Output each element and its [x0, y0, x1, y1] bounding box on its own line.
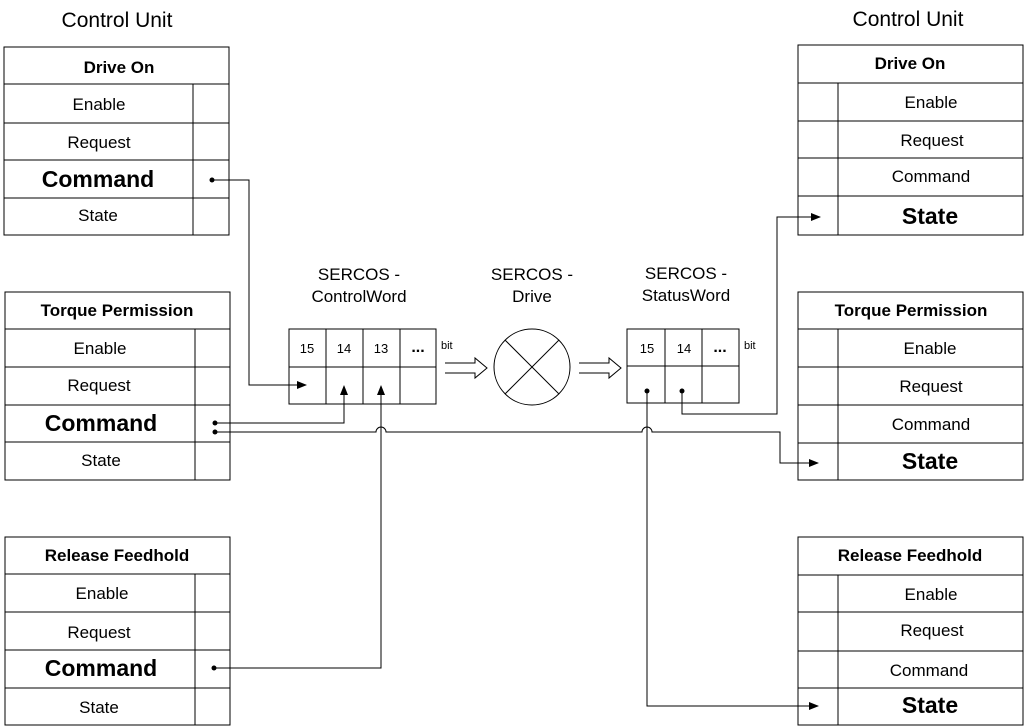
- left-block-torque-permission: Torque Permission Enable Request Command…: [4, 291, 231, 481]
- row-label-enable: Enable: [905, 93, 958, 112]
- left-block-drive-on: Drive On Enable Request Command State: [3, 46, 230, 236]
- drive-label-line1: SERCOS -: [491, 265, 573, 284]
- right-block-drive-on: Drive On Enable Request Command State: [797, 44, 1024, 236]
- right-control-unit-title: Control Unit: [853, 8, 964, 31]
- sercos-controlword: SERCOS - ControlWord 15 14 13 ... bit: [288, 265, 453, 405]
- statusword-bit-14: 14: [677, 341, 691, 356]
- drive-label-line2: Drive: [512, 287, 552, 306]
- wire-bit15-to-right-feedhold-state: [644, 388, 819, 710]
- row-label-request: Request: [67, 623, 131, 642]
- row-label-state: State: [78, 206, 118, 225]
- statusword-label-line1: SERCOS -: [645, 264, 727, 283]
- row-label-request: Request: [67, 376, 131, 395]
- row-label-enable: Enable: [905, 585, 958, 604]
- controlword-label-line2: ControlWord: [311, 287, 406, 306]
- row-label-command: Command: [45, 410, 157, 436]
- block-title: Drive On: [875, 54, 946, 73]
- right-block-torque-permission: Torque Permission Enable Request Command…: [797, 291, 1024, 481]
- row-label-command: Command: [45, 655, 157, 681]
- row-label-state: State: [902, 692, 958, 718]
- right-block-release-feedhold: Release Feedhold Enable Request Command …: [797, 536, 1024, 726]
- statusword-label-line2: StatusWord: [642, 286, 731, 305]
- row-label-state: State: [79, 698, 119, 717]
- row-label-enable: Enable: [73, 95, 126, 114]
- row-label-enable: Enable: [904, 339, 957, 358]
- row-label-enable: Enable: [76, 584, 129, 603]
- hollow-arrow-to-drive: [445, 356, 488, 380]
- wire-torque-command-to-right-torque-state: [212, 426, 819, 467]
- controlword-bit-more: ...: [411, 339, 424, 356]
- left-block-release-feedhold: Release Feedhold Enable Request Command …: [4, 536, 231, 726]
- block-title: Torque Permission: [835, 301, 988, 320]
- row-label-command: Command: [892, 167, 970, 186]
- row-label-request: Request: [67, 133, 131, 152]
- row-label-command: Command: [892, 415, 970, 434]
- block-title: Release Feedhold: [838, 546, 983, 565]
- wire-drive-on-command-to-bit15: [209, 177, 307, 389]
- row-label-request: Request: [899, 377, 963, 396]
- wire-torque-command-to-bit14: [212, 385, 348, 426]
- row-label-state: State: [902, 448, 958, 474]
- wire-bit14-to-right-drive-on-state: [679, 213, 821, 415]
- controlword-label-line1: SERCOS -: [318, 265, 400, 284]
- controlword-bit-label: bit: [441, 340, 453, 352]
- statusword-bit-15: 15: [640, 341, 654, 356]
- row-label-enable: Enable: [74, 339, 127, 358]
- controlword-bit-15: 15: [300, 341, 314, 356]
- block-title: Release Feedhold: [45, 546, 190, 565]
- row-label-command: Command: [890, 661, 968, 680]
- block-title: Drive On: [84, 58, 155, 77]
- row-label-command: Command: [42, 166, 154, 192]
- block-title: Torque Permission: [41, 301, 194, 320]
- hollow-arrow-to-statusword: [579, 356, 622, 380]
- wire-feedhold-command-to-bit13: [211, 385, 385, 671]
- row-label-request: Request: [900, 131, 964, 150]
- controlword-bit-14: 14: [337, 341, 351, 356]
- sercos-drive: SERCOS - Drive: [491, 265, 573, 406]
- left-control-unit-title: Control Unit: [62, 9, 173, 32]
- row-label-state: State: [81, 451, 121, 470]
- row-label-request: Request: [900, 621, 964, 640]
- statusword-bit-more: ...: [713, 339, 726, 356]
- statusword-bit-label: bit: [744, 340, 756, 352]
- row-label-state: State: [902, 203, 958, 229]
- controlword-bit-13: 13: [374, 341, 388, 356]
- sercos-statusword: SERCOS - StatusWord 15 14 ... bit: [626, 264, 756, 404]
